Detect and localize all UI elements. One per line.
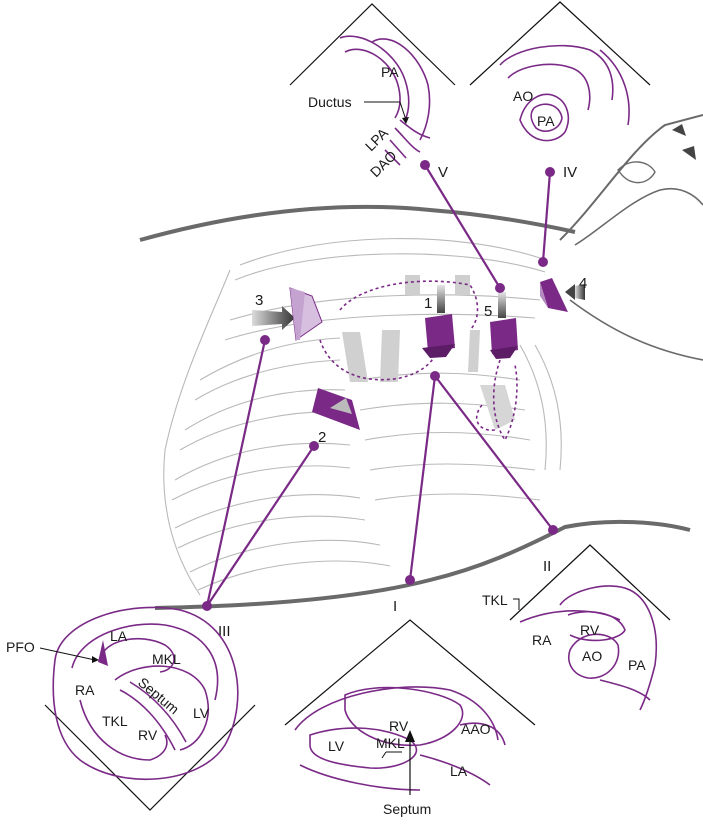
view-III-label-tkl: TKL bbox=[102, 713, 128, 729]
view-I-sector bbox=[285, 620, 535, 725]
view-I-label-mkl: MKL bbox=[376, 735, 405, 751]
view-III-label-lv: LV bbox=[193, 705, 210, 721]
view-II-label-pa: PA bbox=[628, 657, 646, 673]
connector-dot bbox=[202, 601, 212, 611]
view-V-panel: PA Ductus LPA DAO bbox=[290, 4, 455, 180]
connector-dot bbox=[548, 525, 558, 535]
view-I-label-la: LA bbox=[450, 763, 468, 779]
eye-outline bbox=[618, 162, 655, 183]
view-II-label-rv: RV bbox=[580, 622, 600, 638]
view-III-label-septum: Septum bbox=[135, 674, 182, 717]
probe-number-1: 1 bbox=[424, 295, 432, 312]
probe-number-4: 4 bbox=[579, 275, 587, 292]
view-numeral-IV: IV bbox=[563, 164, 577, 181]
view-I-label-aao: AAO bbox=[461, 721, 491, 737]
view-II-panel: TKL RV RA AO PA bbox=[482, 545, 670, 710]
connector-dot bbox=[430, 371, 440, 381]
view-numeral-I: I bbox=[393, 598, 397, 615]
view-numeral-II: II bbox=[543, 558, 551, 575]
connector-dot bbox=[260, 335, 270, 345]
view-IV-label-ao: AO bbox=[513, 88, 533, 104]
probe-number-2: 2 bbox=[318, 429, 326, 446]
probe-number-3: 3 bbox=[255, 292, 263, 309]
view-I-panel: RV AAO LV MKL LA Septum bbox=[285, 620, 535, 817]
view-IV-sector bbox=[470, 2, 650, 85]
connector-dot bbox=[405, 575, 415, 585]
view-IV-panel: AO PA bbox=[470, 2, 650, 141]
connector-dot bbox=[420, 160, 430, 170]
view-I-label-rv: RV bbox=[389, 718, 409, 734]
connector-dot bbox=[545, 167, 555, 177]
view-numerals: V IV II III I bbox=[218, 164, 577, 640]
view-I-label-lv: LV bbox=[328, 738, 345, 754]
view-III-label-mkl: MKL bbox=[152, 651, 181, 667]
view-III-label-ra: RA bbox=[75, 682, 95, 698]
view-III-label-pfo: PFO bbox=[6, 639, 35, 655]
view-numeral-V: V bbox=[438, 164, 448, 181]
view-II-sector bbox=[510, 545, 670, 620]
view-IV-label-pa: PA bbox=[537, 113, 555, 129]
shoulder-outline bbox=[570, 300, 703, 360]
probe-number-5: 5 bbox=[484, 303, 492, 320]
probe-5[interactable] bbox=[490, 292, 518, 359]
probe-1-arrow bbox=[437, 285, 445, 313]
connector-dot bbox=[495, 283, 505, 293]
connector-I bbox=[410, 376, 435, 580]
probe-4-body bbox=[540, 278, 568, 312]
connector-V bbox=[425, 165, 500, 288]
probe-4-arrow bbox=[565, 284, 575, 300]
view-II-label-ra: RA bbox=[532, 632, 552, 648]
view-V-label-pa: PA bbox=[381, 64, 399, 80]
probe-2[interactable] bbox=[312, 388, 360, 430]
view-II-label-ao: AO bbox=[582, 648, 602, 664]
view-numeral-III: III bbox=[218, 623, 231, 640]
view-V-label-ductus: Ductus bbox=[308, 94, 352, 110]
connector-dot bbox=[538, 257, 548, 267]
infant-body-outline bbox=[140, 115, 703, 608]
view-I-label-septum: Septum bbox=[383, 801, 431, 817]
connector-IV bbox=[543, 172, 550, 262]
view-III-label-la: LA bbox=[110, 628, 128, 644]
probe-5-arrow bbox=[498, 292, 506, 318]
view-III-label-rv: RV bbox=[138, 727, 158, 743]
view-V-sector bbox=[290, 4, 455, 85]
view-II-label-tkl: TKL bbox=[482, 592, 508, 608]
